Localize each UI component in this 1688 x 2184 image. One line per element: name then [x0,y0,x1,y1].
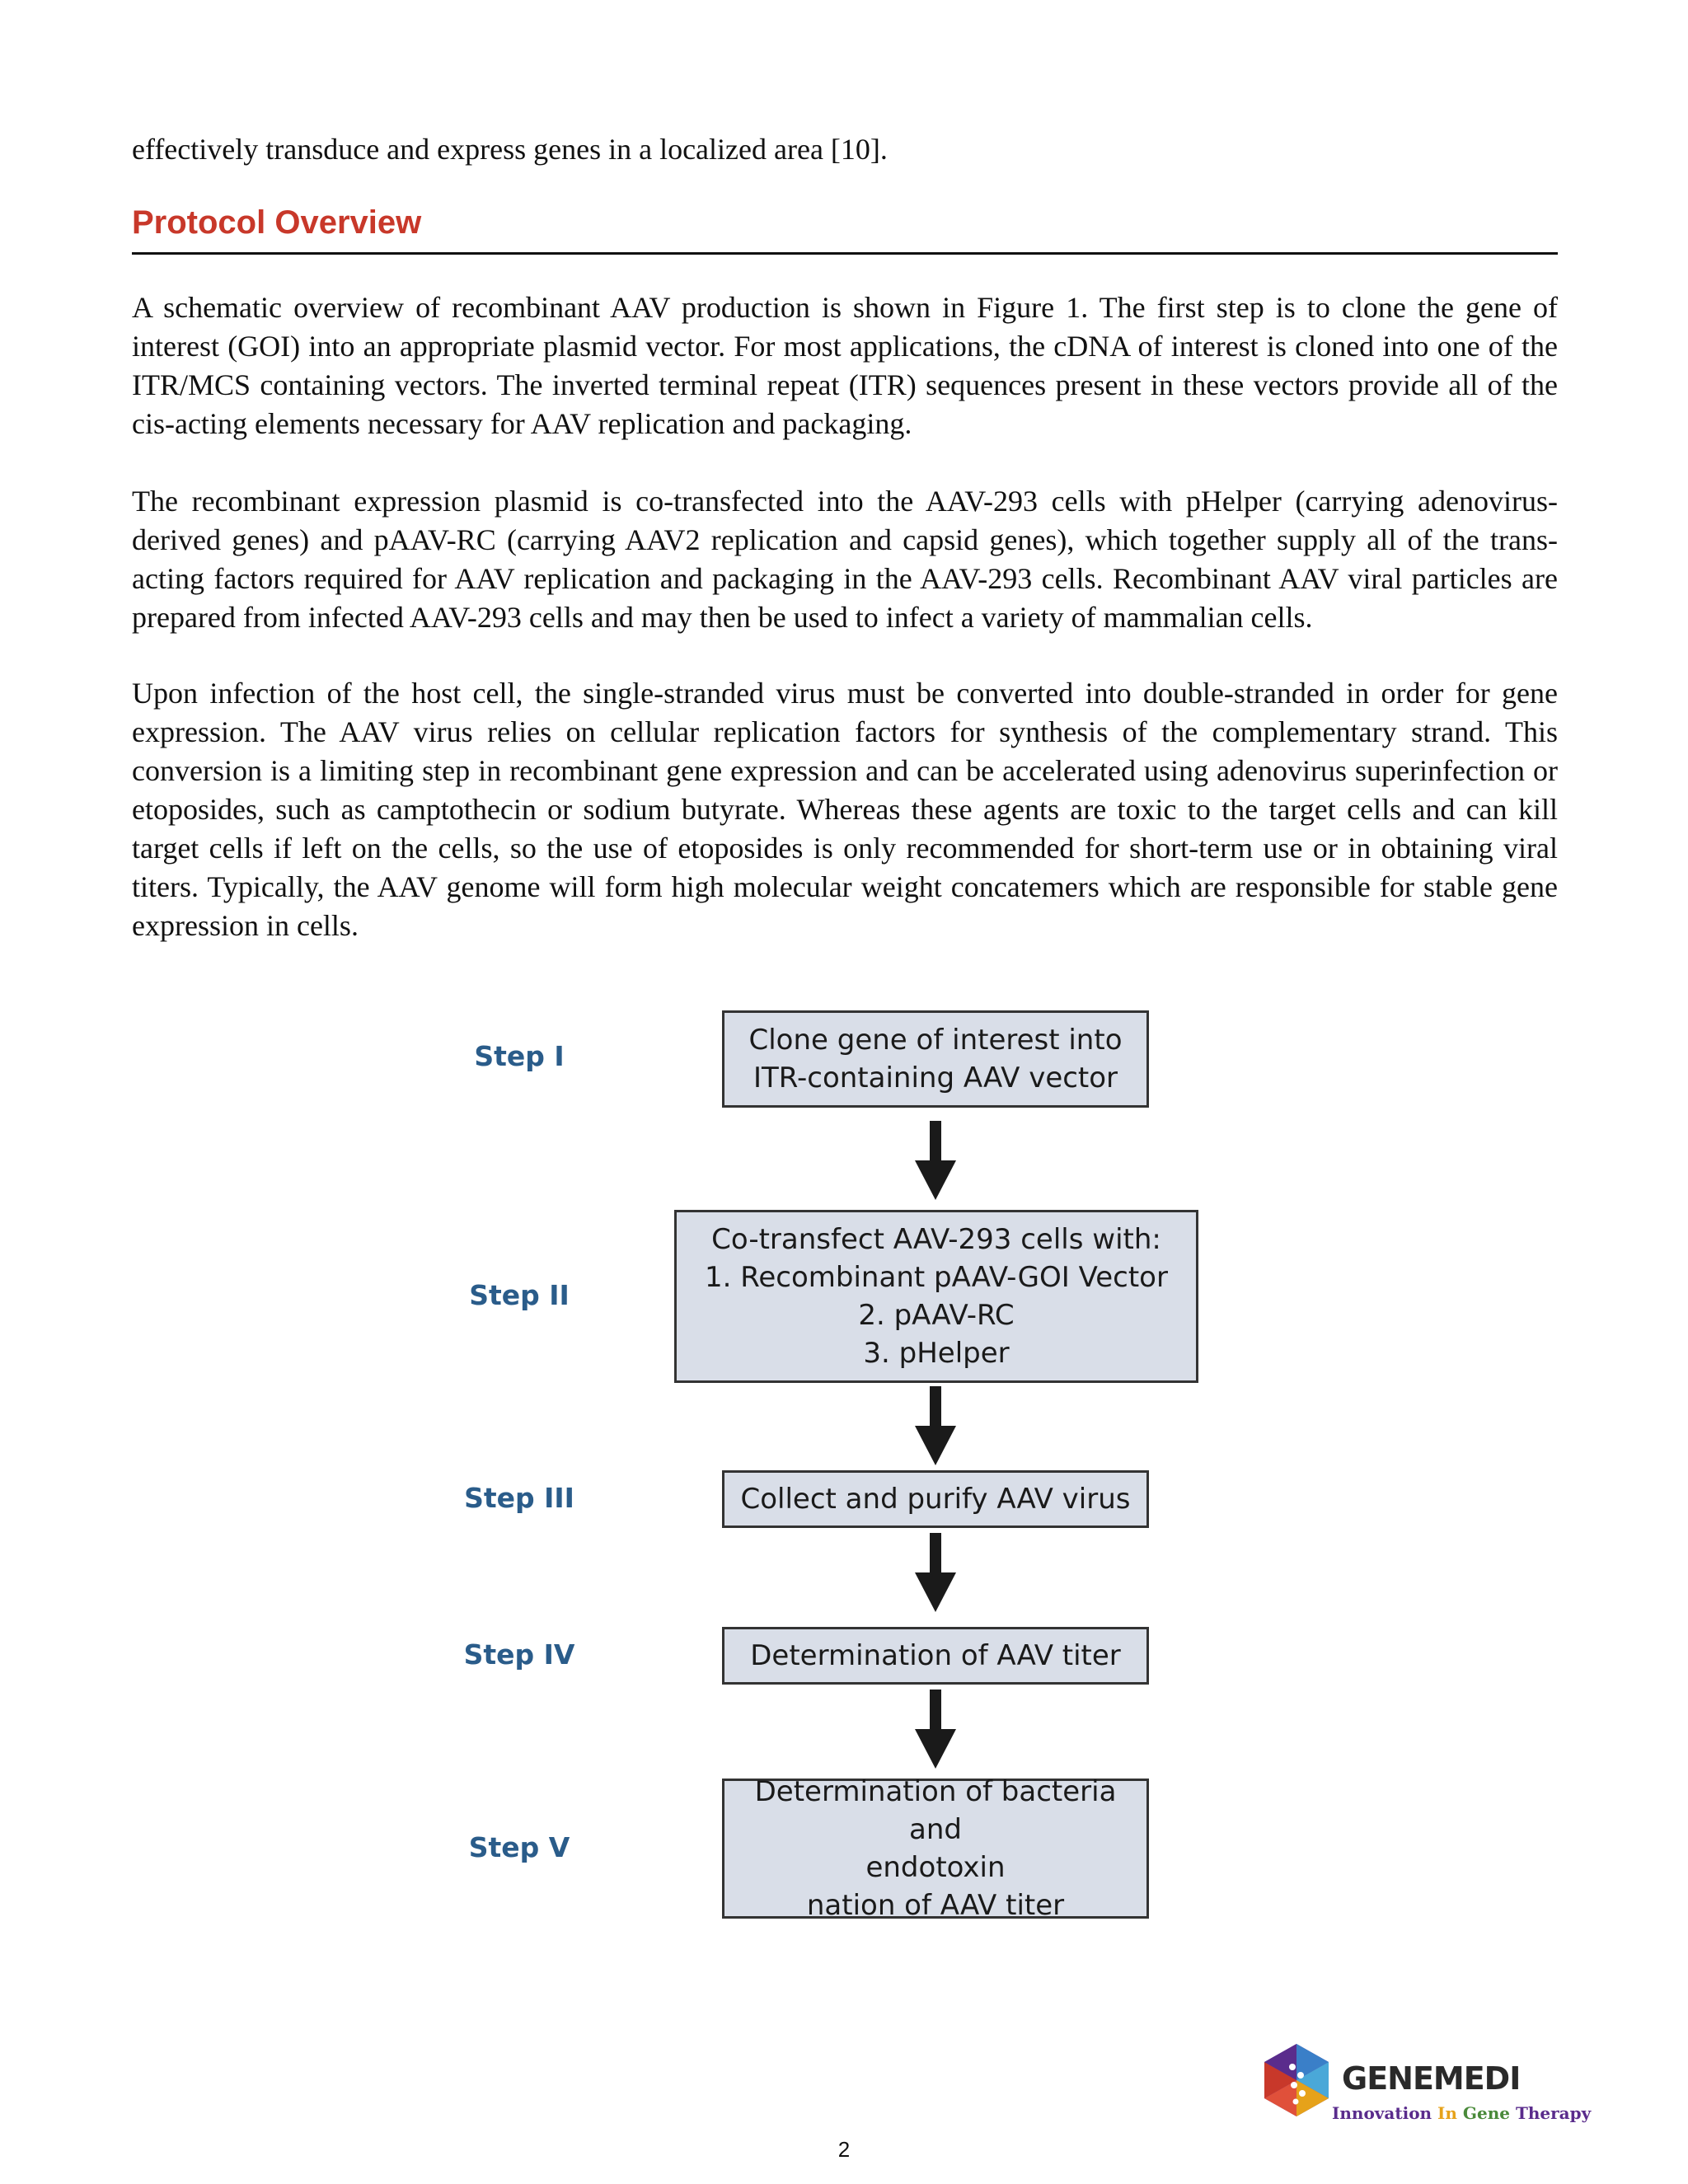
arrow-down-icon [915,1690,956,1769]
arrow-down-icon [915,1121,956,1200]
step-box-5-line-1: Determination of bacteria and [754,1775,1117,1846]
paragraph-cotransfection: The recombinant expression plasmid is co… [132,485,1558,634]
company-logo: GENEMEDI Innovation In Gene Therapy [1259,2042,1591,2130]
paragraph-overview: A schematic overview of recombinant AAV … [132,291,1558,440]
step-box-2-line-3: 2. pAAV-RC [858,1299,1015,1332]
step-label-2: Step II [469,1279,570,1311]
step-box-5-line-3: nation of AAV titer [806,1889,1065,1922]
arrow-down-icon [915,1386,956,1465]
tagline-part-4: Therapy [1515,2103,1592,2123]
paragraph-infection: Upon infection of the host cell, the sin… [132,677,1558,942]
step-label-3: Step III [464,1482,574,1514]
step-box-2-line-2: 1. Recombinant pAAV-GOI Vector [705,1261,1168,1294]
tagline-part-1: Innovation [1332,2103,1438,2123]
step-box-5-line-2: endotoxin [865,1851,1006,1884]
tagline-part-3: Gene [1462,2103,1516,2123]
step-box-4-line-1: Determination of AAV titer [750,1639,1121,1672]
logo-tagline: Innovation In Gene Therapy [1332,2103,1591,2123]
step-box-5: Determination of bacteria and endotoxin … [722,1775,1149,1922]
section-divider [132,252,1558,255]
step-box-3-line-1: Collect and purify AAV virus [740,1483,1131,1516]
arrow-down-icon [915,1533,956,1612]
step-box-2-line-4: 3. pHelper [863,1337,1010,1370]
hexagon-logo-icon [1264,2044,1329,2116]
page-number: 2 [837,2137,851,2162]
step-label-1: Step I [474,1040,565,1072]
logo-wordmark: GENEMEDI [1342,2060,1521,2097]
intro-text-line: effectively transduce and express genes … [132,133,888,166]
step-label-5: Step V [468,1831,570,1863]
step-box-4: Determination of AAV titer [722,1627,1149,1685]
step-box-3: Collect and purify AAV virus [722,1470,1149,1528]
step-box-1-line-2: ITR-containing AAV vector [753,1062,1118,1094]
tagline-part-2: In [1437,2103,1463,2123]
step-box-1-line-1: Clone gene of interest into [748,1024,1123,1057]
section-heading: Protocol Overview [132,204,422,241]
step-box-2: Co-transfect AAV-293 cells with: 1. Reco… [674,1210,1198,1383]
step-label-4: Step IV [463,1638,575,1671]
step-box-1: Clone gene of interest into ITR-containi… [722,1010,1149,1108]
step-box-2-line-1: Co-transfect AAV-293 cells with: [711,1223,1161,1256]
